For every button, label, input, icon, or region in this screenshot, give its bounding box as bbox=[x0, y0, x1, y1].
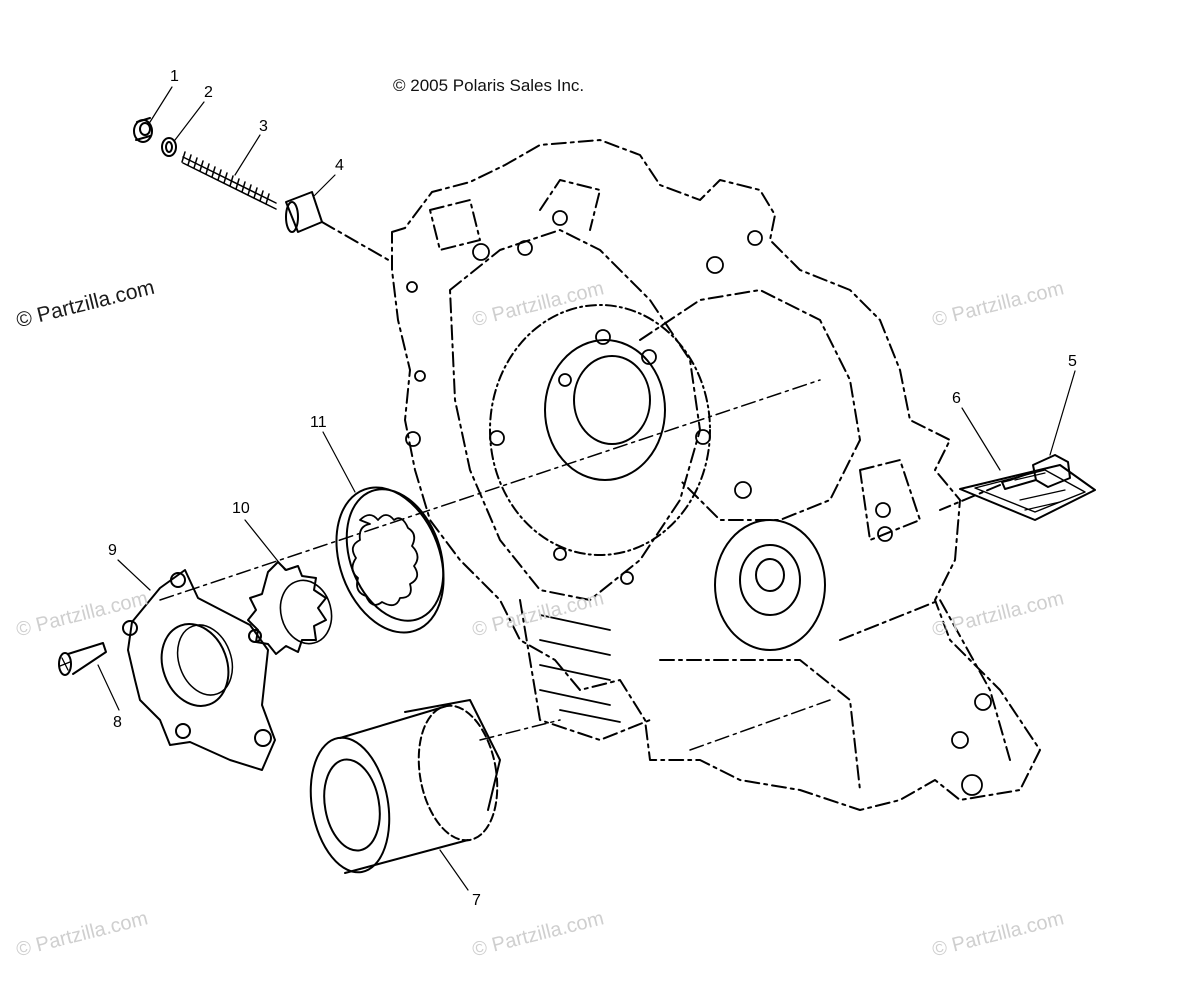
crankcase-bore bbox=[489, 304, 826, 651]
callout-6: 6 bbox=[952, 390, 961, 407]
callout-5: 5 bbox=[1068, 353, 1077, 370]
leader-lines bbox=[97, 86, 1076, 891]
part-1-plug bbox=[133, 117, 153, 143]
part-8-screw bbox=[58, 642, 107, 676]
crankcase-bosses bbox=[405, 210, 992, 796]
part-2-washer bbox=[161, 137, 177, 157]
part-6-screen bbox=[959, 464, 1096, 521]
callout-8: 8 bbox=[113, 714, 122, 731]
callout-11: 11 bbox=[310, 414, 327, 431]
callout-10: 10 bbox=[232, 500, 250, 517]
callout-2: 2 bbox=[204, 84, 213, 101]
part-10-inner-rotor bbox=[247, 561, 333, 655]
callout-1: 1 bbox=[170, 68, 179, 85]
callout-3: 3 bbox=[259, 118, 268, 135]
crankcase-fins bbox=[539, 614, 621, 723]
part-3-spring bbox=[181, 151, 277, 210]
part-11-outer-rotor bbox=[335, 486, 445, 634]
part-7-oil-filter bbox=[309, 699, 501, 874]
callout-4: 4 bbox=[335, 157, 344, 174]
copyright-notice: © 2005 Polaris Sales Inc. bbox=[393, 76, 585, 95]
callout-7: 7 bbox=[472, 892, 481, 909]
crankcase bbox=[391, 139, 1041, 811]
part-4-piston bbox=[285, 191, 323, 233]
assembly-lines bbox=[159, 379, 831, 751]
callout-9: 9 bbox=[108, 542, 117, 559]
